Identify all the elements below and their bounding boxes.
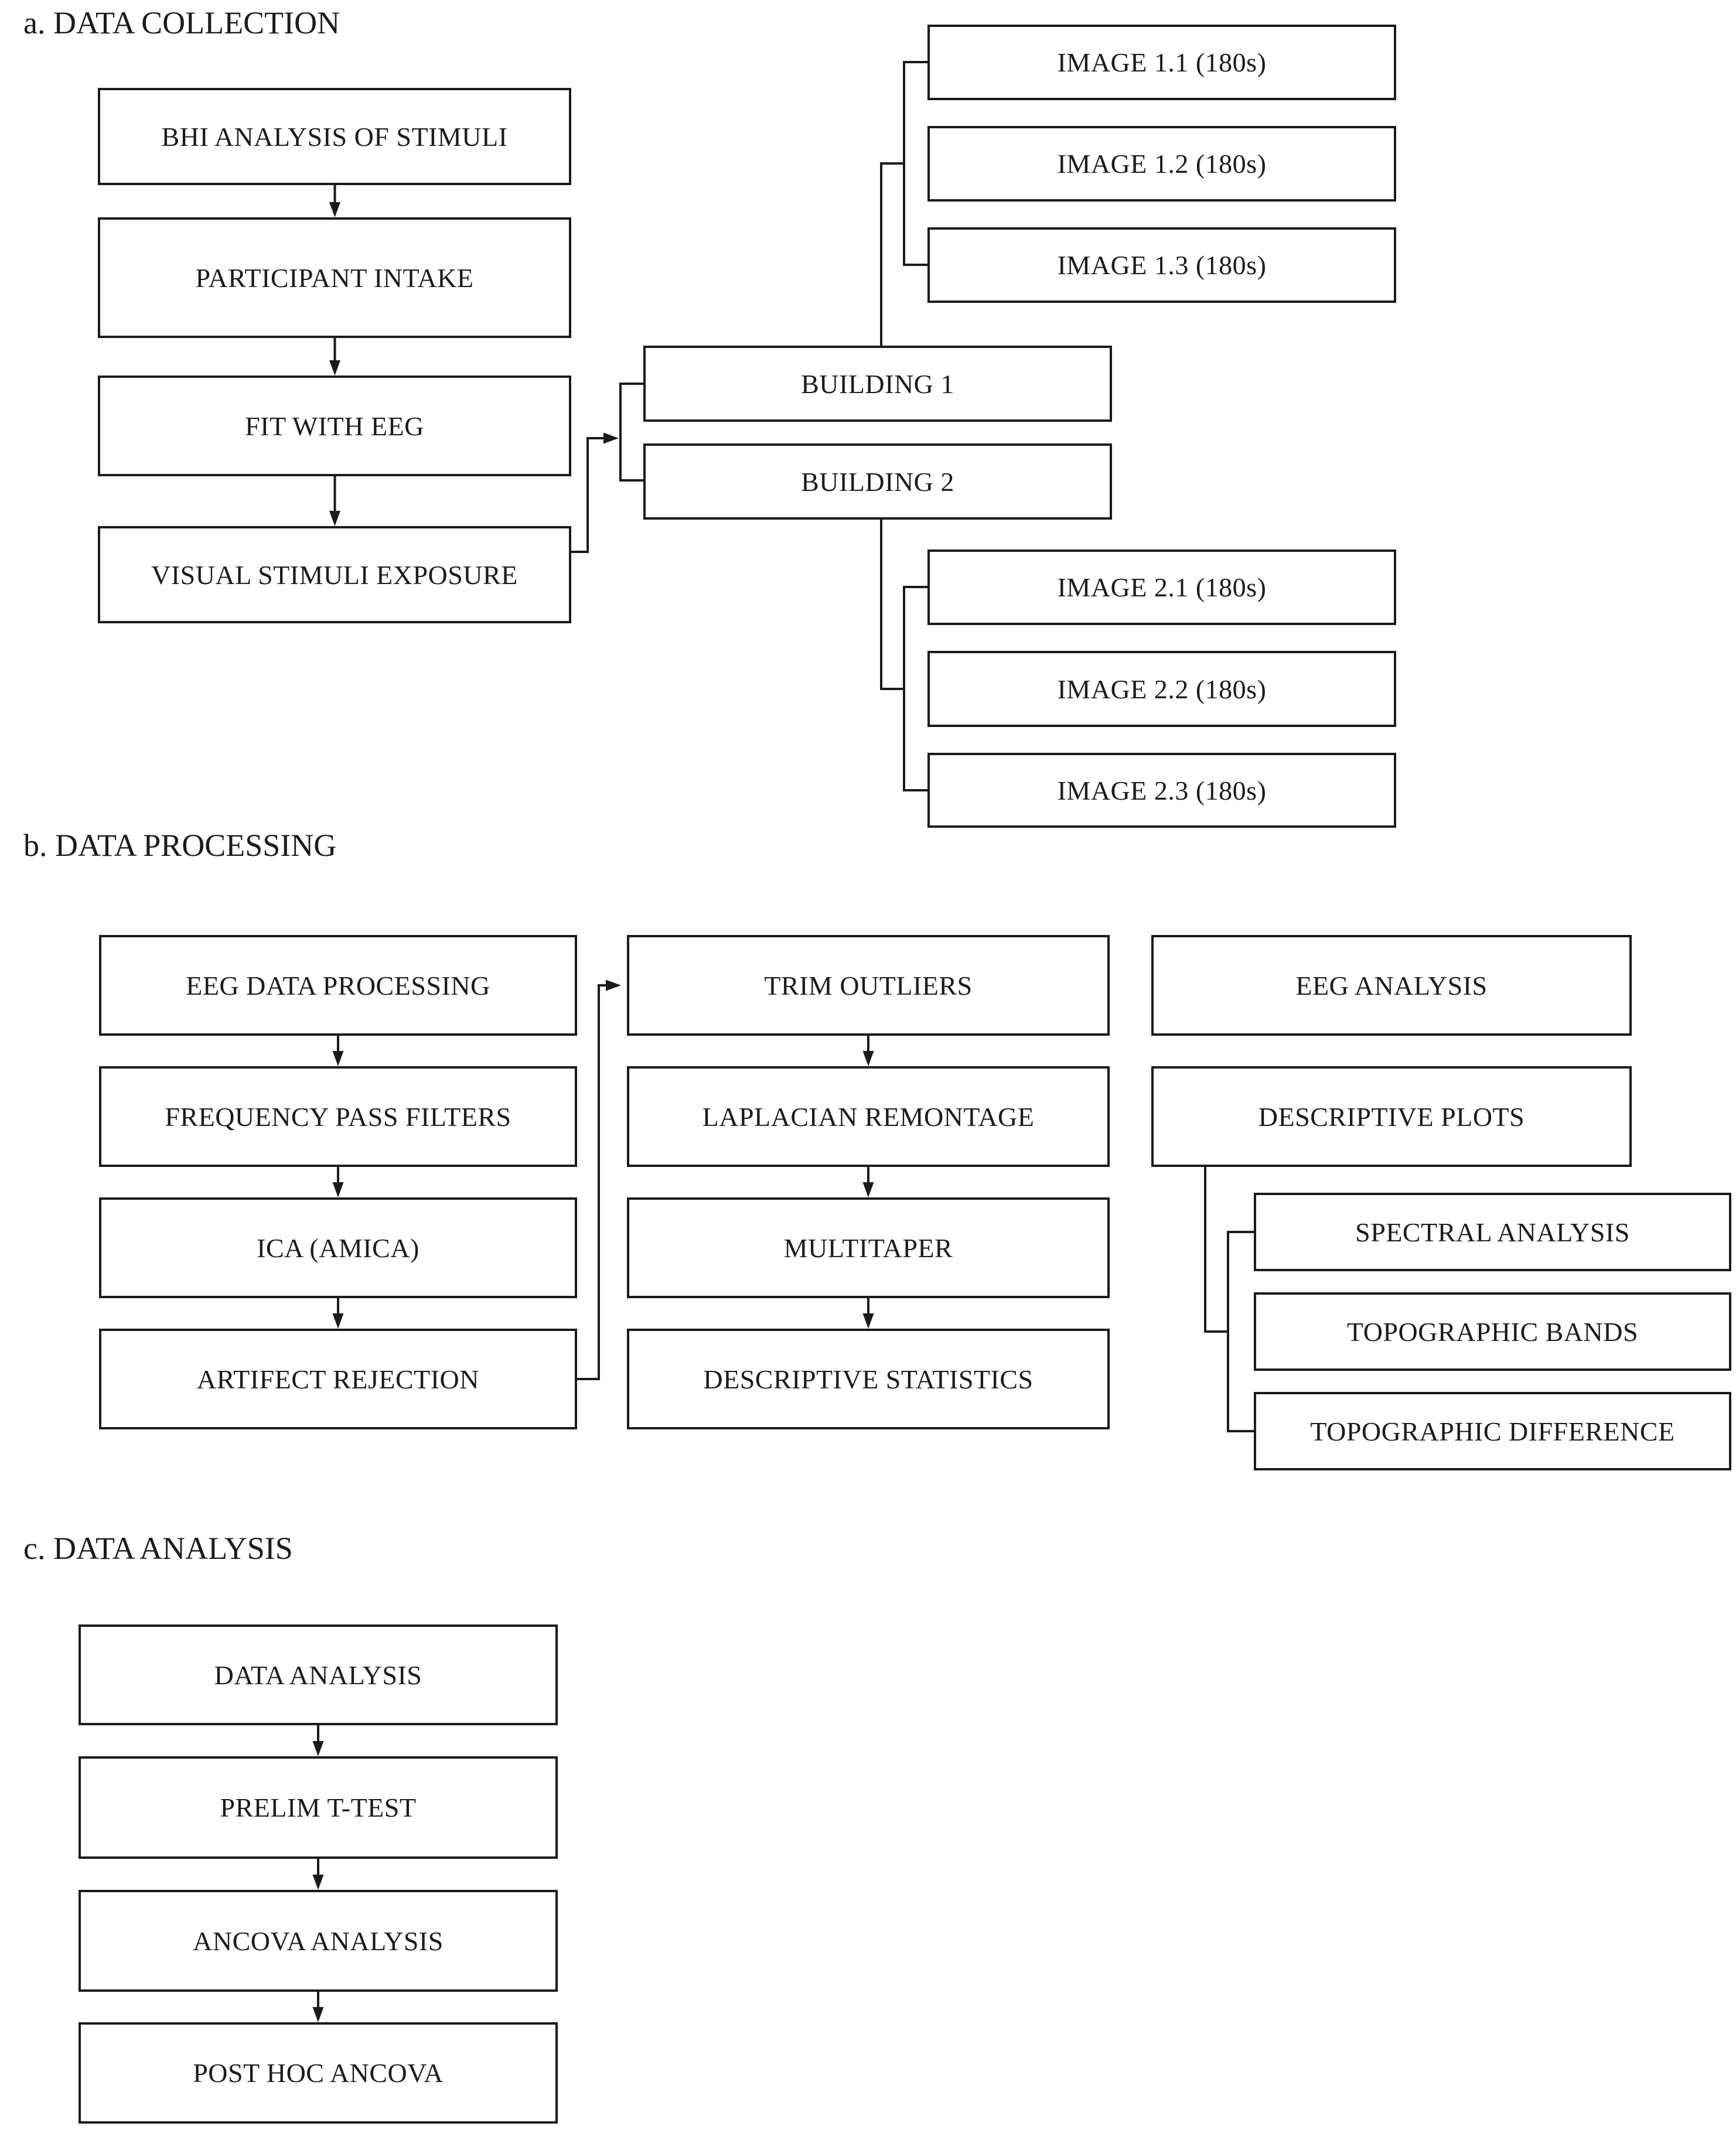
box-data-analysis: DATA ANALYSIS	[79, 1624, 558, 1725]
box-ica-amica: ICA (AMICA)	[99, 1197, 577, 1298]
box-multitaper: MULTITAPER	[627, 1197, 1110, 1298]
box-eeg-data-processing: EEG DATA PROCESSING	[99, 935, 577, 1036]
box-bhi-analysis-of-stimuli: BHI ANALYSIS OF STIMULI	[98, 88, 571, 185]
box-descriptive-plots: DESCRIPTIVE PLOTS	[1151, 1066, 1632, 1167]
box-image-2-3: IMAGE 2.3 (180s)	[927, 753, 1396, 828]
box-topographic-bands: TOPOGRAPHIC BANDS	[1254, 1292, 1731, 1371]
connector-descplots-down	[1204, 1167, 1228, 1333]
arrowhead-laplacian-to-multitaper	[862, 1182, 874, 1197]
box-image-2-1: IMAGE 2.1 (180s)	[927, 549, 1396, 625]
box-trim-outliers: TRIM OUTLIERS	[627, 935, 1110, 1036]
bracket-images-1	[903, 61, 927, 266]
box-eeg-analysis: EEG ANALYSIS	[1151, 935, 1632, 1036]
box-topographic-difference: TOPOGRAPHIC DIFFERENCE	[1254, 1392, 1731, 1470]
box-image-1-1: IMAGE 1.1 (180s)	[927, 25, 1396, 100]
box-fit-with-eeg: FIT WITH EEG	[98, 376, 571, 476]
arrowhead-prelim-to-ancova	[312, 1875, 324, 1890]
arrowhead-trim-to-laplacian	[862, 1051, 874, 1066]
arrowhead-da-to-prelim	[312, 1741, 324, 1756]
box-descriptive-statistics: DESCRIPTIVE STATISTICS	[627, 1329, 1110, 1429]
arrowhead-fit-to-vse	[329, 511, 340, 526]
arrowhead-vse-to-buildings	[603, 432, 619, 444]
box-participant-intake: PARTICIPANT INTAKE	[98, 217, 571, 338]
section-a-heading: a. DATA COLLECTION	[23, 5, 340, 40]
arrowhead-ancova-to-posthoc	[312, 2007, 324, 2022]
box-post-hoc-ancova: POST HOC ANCOVA	[79, 2022, 558, 2124]
arrowhead-multitaper-to-descstats	[862, 1313, 874, 1329]
box-frequency-pass-filters: FREQUENCY PASS FILTERS	[99, 1066, 577, 1167]
bracket-images-2	[903, 586, 927, 791]
box-image-2-2: IMAGE 2.2 (180s)	[927, 651, 1396, 727]
box-spectral-analysis: SPECTRAL ANALYSIS	[1254, 1193, 1731, 1271]
box-ancova-analysis: ANCOVA ANALYSIS	[79, 1890, 558, 1992]
box-laplacian-remontage: LAPLACIAN REMONTAGE	[627, 1066, 1110, 1167]
connector-vse-to-buildings	[571, 437, 604, 553]
connector-building2-down	[880, 518, 904, 690]
bracket-buildings	[619, 383, 643, 482]
box-visual-stimuli-exposure: VISUAL STIMULI EXPOSURE	[98, 526, 571, 623]
box-image-1-2: IMAGE 1.2 (180s)	[927, 126, 1396, 202]
box-image-1-3: IMAGE 1.3 (180s)	[927, 227, 1396, 303]
box-building-2: BUILDING 2	[643, 443, 1112, 520]
connector-artifect-to-trim	[577, 984, 606, 1380]
section-c-heading: c. DATA ANALYSIS	[23, 1531, 293, 1566]
arrowhead-eegdp-to-fpf	[332, 1051, 344, 1066]
arrowhead-artifect-to-trim	[606, 979, 621, 991]
connector-building1-up	[880, 162, 904, 347]
arrowhead-bhi-to-intake	[329, 202, 340, 217]
bracket-plot-types	[1227, 1231, 1254, 1432]
arrowhead-fpf-to-ica	[332, 1182, 344, 1197]
arrowhead-ica-to-artifect	[332, 1313, 344, 1329]
section-b-heading: b. DATA PROCESSING	[23, 828, 337, 863]
box-building-1: BUILDING 1	[643, 346, 1112, 422]
box-artifect-rejection: ARTIFECT REJECTION	[99, 1329, 577, 1429]
arrowhead-intake-to-fit	[329, 360, 340, 376]
box-prelim-t-test: PRELIM T-TEST	[79, 1756, 558, 1859]
